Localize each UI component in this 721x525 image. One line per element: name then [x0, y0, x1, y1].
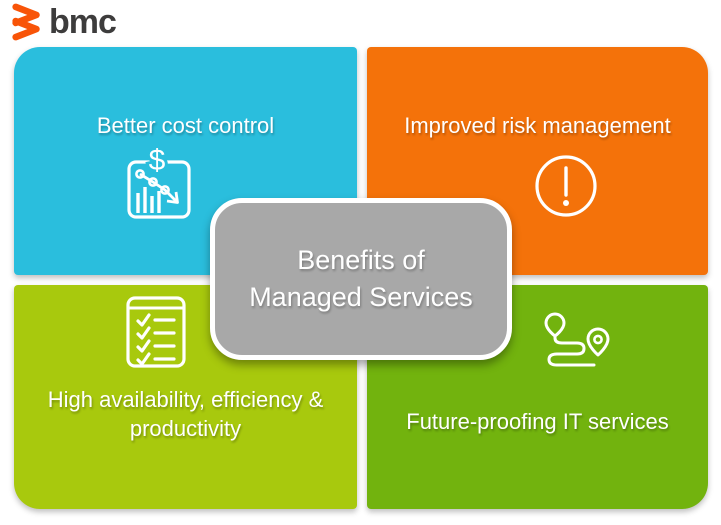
- quadrant-better-cost-control: Better cost control $: [14, 47, 357, 275]
- center-title-box: Benefits of Managed Services: [210, 198, 512, 360]
- quadrant-label: Better cost control: [96, 113, 275, 138]
- route-map-icon: [544, 312, 610, 367]
- diagram-title: Benefits of Managed Services: [249, 245, 473, 312]
- bmc-logo-text: bmc: [49, 3, 117, 41]
- quadrant-label: Future-proofing IT services: [406, 409, 669, 434]
- bmc-logo: bmc: [10, 2, 117, 42]
- checklist-icon: [126, 296, 186, 368]
- declining-cost-chart-icon: $: [127, 143, 191, 219]
- warning-circle-icon: [535, 155, 597, 217]
- svg-text:$: $: [149, 144, 166, 177]
- quadrant-label: High availability, efficiency & producti…: [47, 387, 324, 441]
- bmc-chevrons-icon: [12, 3, 40, 41]
- quadrant-label: Improved risk management: [404, 113, 671, 138]
